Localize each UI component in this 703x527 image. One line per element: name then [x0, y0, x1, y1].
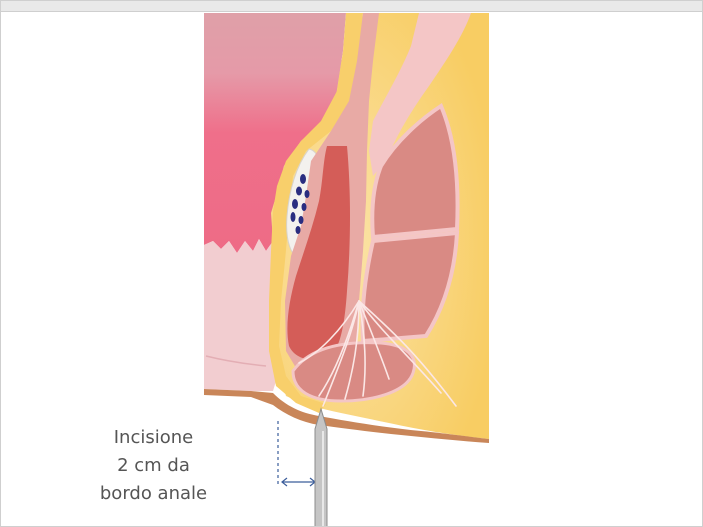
dimension-arrow-icon: [278, 421, 315, 486]
incision-caption: Incisione 2 cm da bordo anale: [61, 424, 246, 508]
caption-line-1: Incisione: [61, 424, 246, 452]
perianal-skin: [204, 239, 279, 391]
needle-icon: [315, 409, 327, 527]
caption-line-3: bordo anale: [61, 480, 246, 508]
caption-line-2: 2 cm da: [61, 452, 246, 480]
